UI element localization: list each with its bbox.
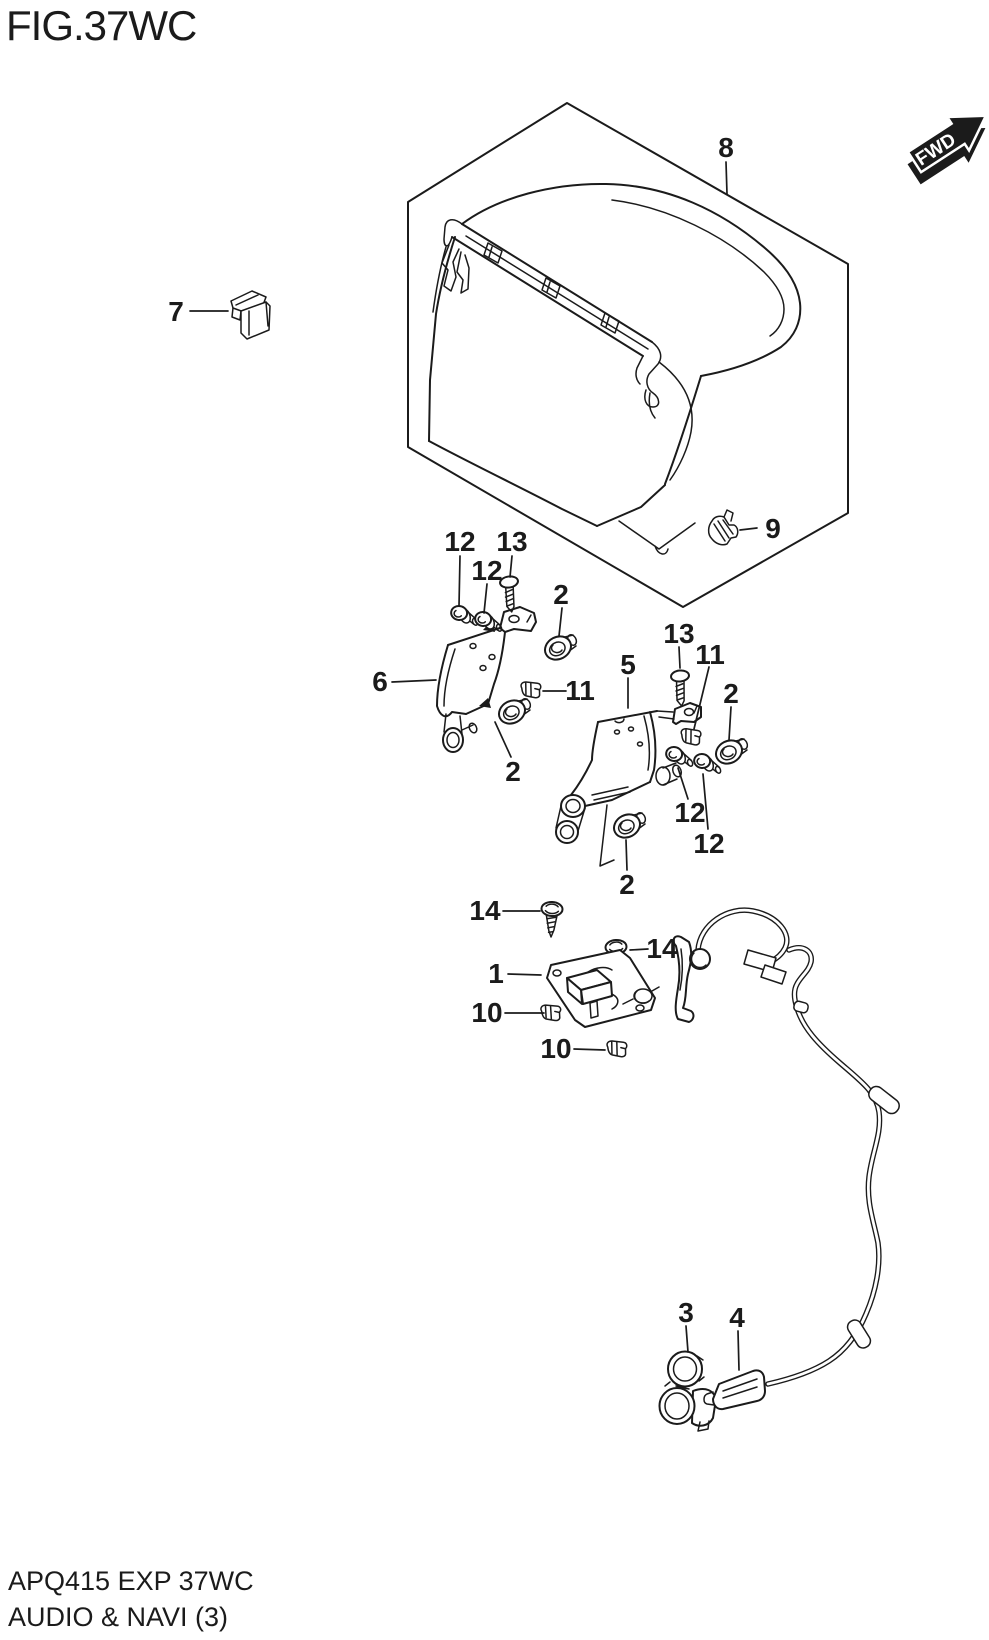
callout-1: 1	[488, 958, 504, 989]
cable-ferrite-b	[846, 1319, 872, 1349]
footer-figure-code: APQ415 EXP 37WC	[8, 1566, 254, 1596]
fwd-arrow-icon: FWD	[906, 114, 988, 185]
leader-lines	[189, 161, 758, 1371]
callout-10-a: 10	[471, 997, 503, 1028]
callout-5: 5	[620, 649, 636, 680]
callout-12-d: 12	[693, 828, 725, 859]
clip-11-b	[680, 727, 703, 747]
bolt-2-a	[539, 630, 580, 666]
screw-12-c	[663, 744, 697, 769]
callout-6: 6	[372, 666, 388, 697]
callout-12-b: 12	[471, 555, 503, 586]
boundary-box	[407, 102, 849, 608]
callout-3: 3	[678, 1297, 694, 1328]
callout-9: 9	[765, 513, 781, 544]
callout-4: 4	[729, 1302, 745, 1333]
callout-2-d: 2	[619, 869, 635, 900]
cover-fold-lines	[448, 208, 746, 536]
callout-13-a: 13	[496, 526, 528, 557]
bolt-2-b	[493, 694, 534, 730]
callout-14-a: 14	[469, 895, 501, 926]
part-3-socket	[658, 1350, 717, 1432]
callout-7: 7	[168, 296, 184, 327]
cable-clamp	[689, 948, 711, 970]
callout-12-a: 12	[444, 526, 476, 557]
callout-14-b: 14	[646, 933, 678, 964]
figure-title: FIG.37WC	[6, 2, 197, 49]
part-8-cover	[428, 182, 802, 555]
screw-12-b	[472, 609, 506, 634]
clip-10-b	[605, 1038, 629, 1059]
callout-12-c: 12	[674, 797, 706, 828]
callout-13-b: 13	[663, 618, 695, 649]
bolt-2-d	[608, 808, 649, 844]
clip-11-a	[519, 679, 543, 700]
screw-14-a	[539, 900, 564, 939]
callout-8: 8	[718, 132, 734, 163]
screw-13-b	[669, 668, 694, 708]
part-9-clip	[707, 509, 739, 546]
footer-figure-name: AUDIO & NAVI (3)	[8, 1602, 229, 1632]
part-7-clip	[230, 290, 271, 340]
callout-2-b: 2	[505, 756, 521, 787]
part-5-bracket	[555, 701, 702, 867]
callout-11-b: 11	[695, 639, 725, 670]
callout-2-c: 2	[723, 678, 739, 709]
antenna-cable	[689, 907, 900, 1387]
cable-ferrite-a	[868, 1085, 900, 1115]
callout-10-b: 10	[540, 1033, 572, 1064]
bolt-2-c	[710, 734, 751, 770]
callout-2-a: 2	[553, 579, 569, 610]
part-6-bracket	[436, 606, 544, 753]
part-1-antenna-assembly	[546, 935, 695, 1028]
callout-11-a: 11	[565, 675, 595, 706]
cable-connector-b	[760, 964, 787, 985]
cable-sleeve	[793, 1000, 809, 1014]
part-4-plug	[703, 1369, 766, 1411]
